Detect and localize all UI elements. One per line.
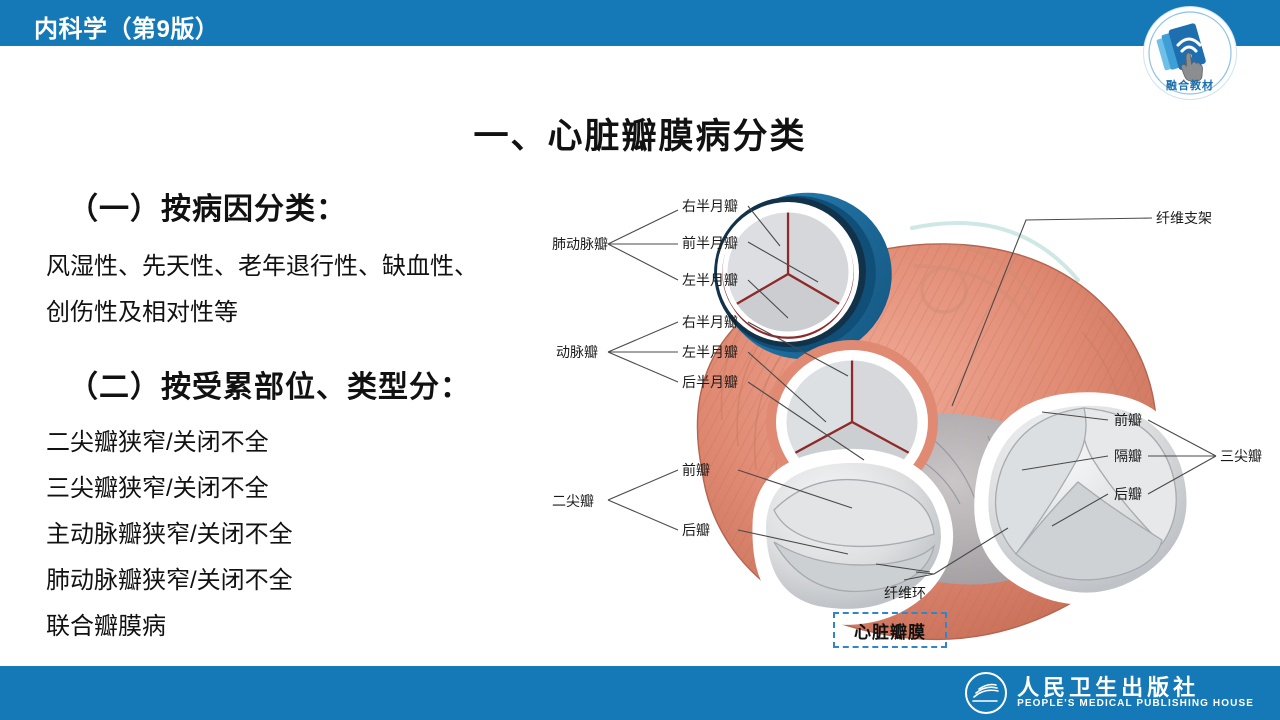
leader-lines: [607, 205, 1217, 581]
page-title: 一、心脏瓣膜病分类: [473, 117, 807, 156]
label-tricuspid-valve: 三尖瓣: [1220, 449, 1262, 465]
publisher-logo: 人民卫生出版社 PEOPLE'S MEDICAL PUBLISHING HOUS…: [965, 672, 1254, 714]
label-pv-anterior-cusp: 前半月瓣: [682, 235, 738, 252]
header-bar: 内科学（第9版）: [0, 0, 1280, 46]
valve-disease-list: 二尖瓣狭窄/关闭不全 三尖瓣狭窄/关闭不全 主动脉瓣狭窄/关闭不全 肺动脉瓣狭窄…: [46, 420, 566, 650]
tricuspid-valve: [974, 392, 1199, 605]
label-av-posterior-cusp: 后半月瓣: [682, 375, 738, 391]
mitral-valve: [752, 448, 954, 625]
label-pulmonary-valve: 肺动脉瓣: [552, 237, 608, 253]
label-pv-right-cusp: 右半月瓣: [682, 199, 738, 215]
list-item: 三尖瓣狭窄/关闭不全: [46, 475, 269, 502]
label-mv-anterior-leaflet: 前瓣: [682, 462, 710, 479]
section-two-heading: （二）按受累部位、类型分：: [68, 371, 471, 404]
mitral-leaflets: [773, 478, 936, 593]
label-mv-posterior-leaflet: 后瓣: [682, 523, 710, 539]
tricuspid-leaflets: [994, 407, 1177, 581]
publisher-name-en: PEOPLE'S MEDICAL PUBLISHING HOUSE: [1017, 698, 1254, 710]
content-column: （一）按病因分类： 风湿性、先天性、老年退行性、缺血性、 创伤性及相对性等 （二…: [46, 184, 566, 650]
publisher-names: 人民卫生出版社 PEOPLE'S MEDICAL PUBLISHING HOUS…: [1017, 676, 1254, 710]
label-av-left-cusp: 左半月瓣: [682, 345, 738, 361]
list-item: 主动脉瓣狭窄/关闭不全: [46, 521, 293, 548]
figure-caption-text: 心脏瓣膜: [854, 622, 926, 642]
list-item: 肺动脉瓣狭窄/关闭不全: [46, 567, 293, 594]
label-av-right-cusp: 右半月瓣: [682, 315, 738, 331]
label-fibrous-skeleton: 纤维支架: [1156, 211, 1212, 227]
label-tv-septal-leaflet: 隔瓣: [1114, 449, 1142, 465]
integrated-textbook-badge: 融合教材: [1143, 6, 1237, 100]
heart-valve-illustration: 肺动脉瓣 右半月瓣 前半月瓣 左半月瓣 动脉瓣 右半月瓣 左半月瓣 后半月瓣 二…: [552, 192, 1262, 641]
footer-bar: [0, 666, 1280, 720]
publisher-wave-icon: [965, 672, 1008, 714]
label-tv-anterior-leaflet: 前瓣: [1114, 412, 1142, 429]
tablet-wifi-hand-icon: [1148, 11, 1232, 95]
book-title: 内科学（第9版）: [34, 16, 220, 43]
section-one-heading: （一）按病因分类：: [68, 193, 347, 226]
label-pv-left-cusp: 左半月瓣: [682, 273, 738, 289]
section-one-line1: 风湿性、先天性、老年退行性、缺血性、: [46, 253, 478, 280]
badge-inner-disc: [1148, 11, 1232, 95]
label-mitral-valve: 二尖瓣: [552, 494, 594, 510]
list-item: 联合瓣膜病: [46, 613, 166, 640]
list-item: 二尖瓣狭窄/关闭不全: [46, 429, 269, 456]
label-fibrous-ring: 纤维环: [884, 586, 926, 602]
heart-valve-diagram: 肺动脉瓣 右半月瓣 前半月瓣 左半月瓣 动脉瓣 右半月瓣 左半月瓣 后半月瓣 二…: [552, 170, 1268, 650]
publisher-wave-glyph: [972, 683, 999, 702]
figure-caption-box: 心脏瓣膜: [833, 612, 947, 648]
figure-labels: 肺动脉瓣 右半月瓣 前半月瓣 左半月瓣 动脉瓣 右半月瓣 左半月瓣 后半月瓣 二…: [552, 199, 1262, 602]
badge-label: 融合教材: [1166, 80, 1214, 92]
section-one-line2: 创伤性及相对性等: [46, 299, 238, 326]
label-tv-posterior-leaflet: 后瓣: [1114, 487, 1142, 503]
label-aortic-valve: 动脉瓣: [556, 345, 598, 361]
pulmonary-valve: [714, 192, 892, 360]
publisher-name-cn: 人民卫生出版社: [1017, 675, 1200, 701]
